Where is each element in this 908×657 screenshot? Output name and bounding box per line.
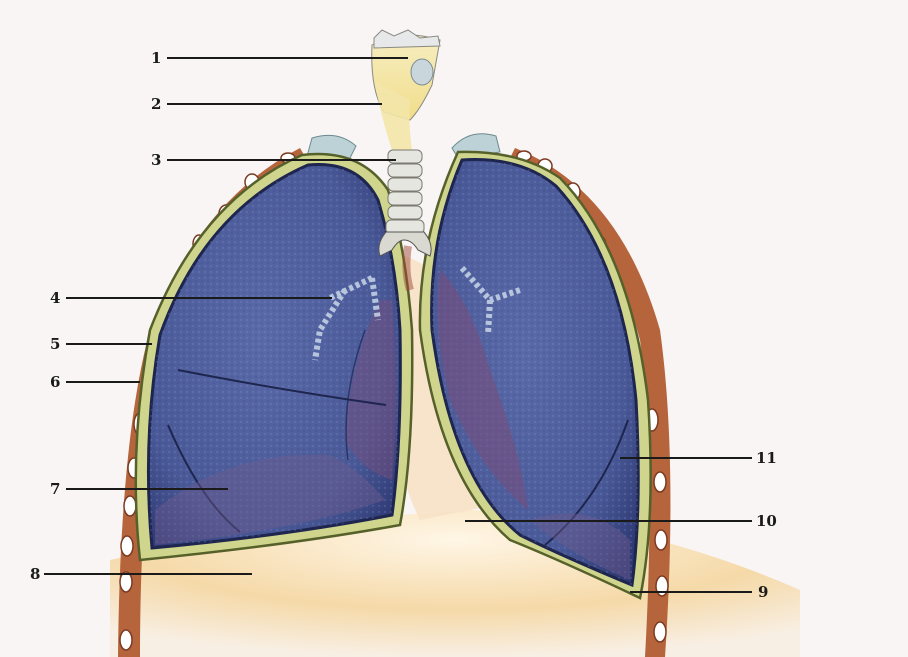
label-11: 11 bbox=[756, 450, 777, 466]
trachea bbox=[386, 150, 424, 234]
label-5: 5 bbox=[50, 336, 60, 352]
label-3: 3 bbox=[151, 152, 161, 168]
label-2: 2 bbox=[151, 96, 161, 112]
label-6: 6 bbox=[50, 374, 60, 390]
label-4: 4 bbox=[50, 290, 60, 306]
label-7: 7 bbox=[50, 481, 60, 497]
label-8: 8 bbox=[30, 566, 40, 582]
label-1: 1 bbox=[151, 50, 161, 66]
label-9: 9 bbox=[758, 584, 768, 600]
label-10: 10 bbox=[756, 513, 777, 529]
